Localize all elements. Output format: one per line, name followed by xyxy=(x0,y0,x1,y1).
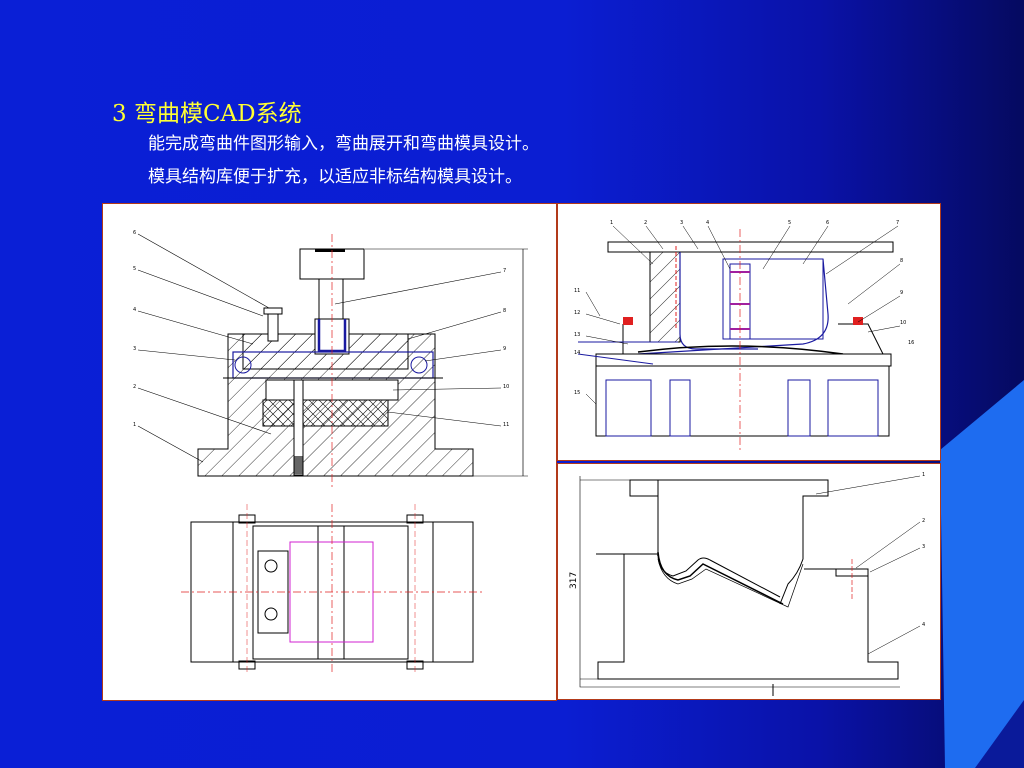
part-profile-drawing: 317 1 2 3 4 xyxy=(569,472,925,696)
callout-3: 3 xyxy=(133,346,136,352)
callout-5: 5 xyxy=(133,266,136,272)
br-callout-2: 2 xyxy=(922,518,925,524)
bullet-line-2: 模具结构库便于扩充，以适应非标结构模具设计。 xyxy=(148,167,522,187)
callout-4: 4 xyxy=(133,307,136,313)
tr-callout-4: 4 xyxy=(706,220,709,226)
br-callout-1: 1 xyxy=(922,472,925,478)
callout-7: 7 xyxy=(503,268,506,274)
callout-11: 11 xyxy=(503,422,509,428)
dimension-label: 317 xyxy=(569,572,579,589)
tr-callout-5: 5 xyxy=(788,220,791,226)
drawing-panel-top-right: 1 2 3 4 5 6 7 8 9 10 11 12 13 14 15 16 xyxy=(557,203,941,461)
tr-callout-1: 1 xyxy=(610,220,613,226)
br-callout-3: 3 xyxy=(922,544,925,550)
tr-callout-15: 15 xyxy=(574,390,580,396)
tr-callout-13: 13 xyxy=(574,332,580,338)
callout-2: 2 xyxy=(133,384,136,390)
drawing-panel-left: 6 5 4 3 2 1 7 8 9 10 11 xyxy=(102,203,557,701)
tr-callout-9: 9 xyxy=(900,290,903,296)
tr-callout-10: 10 xyxy=(900,320,906,326)
bending-die-section-drawing: 1 2 3 4 5 6 7 8 9 10 11 12 13 14 15 16 xyxy=(574,220,914,452)
tr-callout-8: 8 xyxy=(900,258,903,264)
callout-10: 10 xyxy=(503,384,509,390)
bullet-line-1: 能完成弯曲件图形输入，弯曲展开和弯曲模具设计。 xyxy=(148,134,539,154)
br-callout-4: 4 xyxy=(922,622,925,628)
callout-9: 9 xyxy=(503,346,506,352)
tr-callout-2: 2 xyxy=(644,220,647,226)
tr-callout-3: 3 xyxy=(680,220,683,226)
drawing-panel-bottom-right: 317 1 2 3 4 xyxy=(557,463,941,700)
tr-callout-11: 11 xyxy=(574,288,580,294)
slide-title: 3 弯曲模CAD系统 xyxy=(112,101,302,127)
callout-8: 8 xyxy=(503,308,506,314)
tr-callout-14: 14 xyxy=(574,350,580,356)
callout-6: 6 xyxy=(133,230,136,236)
callout-1: 1 xyxy=(133,422,136,428)
tr-callout-12: 12 xyxy=(574,310,580,316)
die-assembly-drawing: 6 5 4 3 2 1 7 8 9 10 11 xyxy=(133,230,528,674)
tr-callout-6: 6 xyxy=(826,220,829,226)
tr-callout-16: 16 xyxy=(908,340,914,346)
tr-callout-7: 7 xyxy=(896,220,899,226)
